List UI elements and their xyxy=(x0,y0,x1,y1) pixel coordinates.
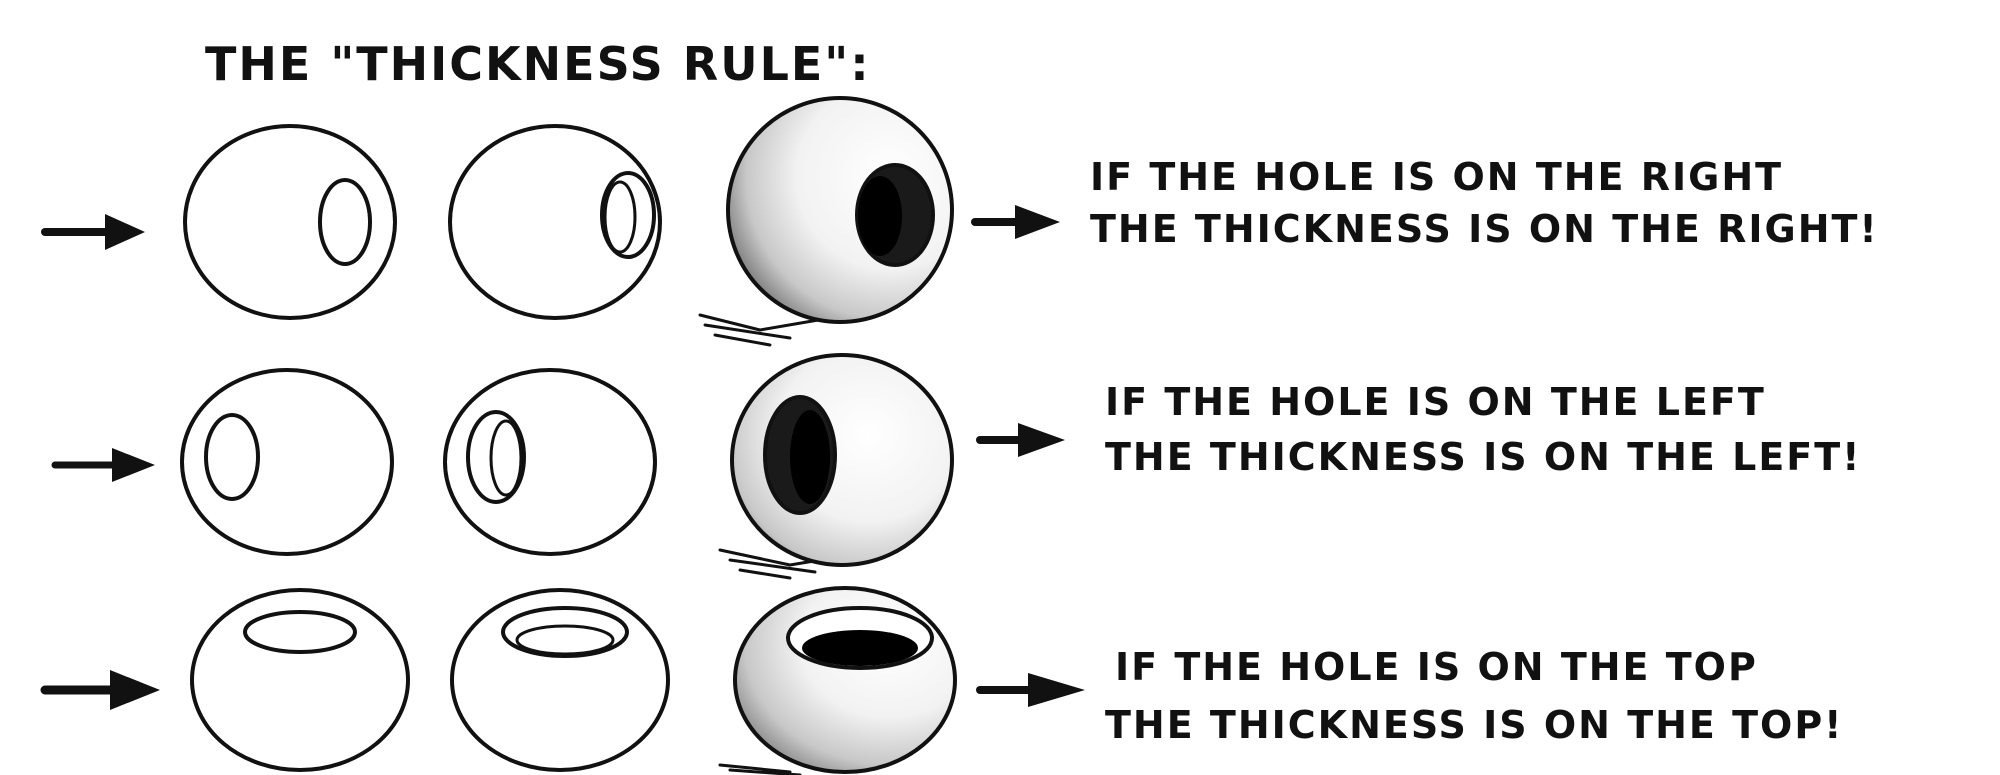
sphere-outline-left-hole xyxy=(180,368,394,556)
row-hole-left: IF THE HOLE IS ON THE LEFT THE THICKNESS… xyxy=(51,353,1862,580)
rule-line-2: THE THICKNESS IS ON THE TOP! xyxy=(1105,703,1844,747)
arrow-icon xyxy=(40,670,160,710)
sphere-thickness-top-hole xyxy=(450,588,670,772)
sphere-shaded-top-hole xyxy=(718,586,957,775)
sphere-thickness-left-hole xyxy=(443,368,657,556)
rule-line-1: IF THE HOLE IS ON THE RIGHT xyxy=(1090,155,1783,199)
sphere-outline-top-hole xyxy=(190,588,410,772)
diagram-title: THE "THICKNESS RULE": xyxy=(205,37,871,91)
arrow-icon xyxy=(41,214,145,250)
arrow-icon xyxy=(971,205,1060,239)
sphere-outline-right-hole xyxy=(183,124,397,320)
arrow-icon xyxy=(51,448,155,482)
row-hole-right: IF THE HOLE IS ON THE RIGHT THE THICKNES… xyxy=(41,96,1879,347)
rule-line-1: IF THE HOLE IS ON THE TOP xyxy=(1115,645,1758,689)
row-hole-top: IF THE HOLE IS ON THE TOP THE THICKNESS … xyxy=(40,586,1844,775)
sphere-shaded-left-hole xyxy=(718,353,954,580)
rule-line-2: THE THICKNESS IS ON THE LEFT! xyxy=(1105,435,1862,479)
rule-line-1: IF THE HOLE IS ON THE LEFT xyxy=(1105,380,1766,424)
rule-line-2: THE THICKNESS IS ON THE RIGHT! xyxy=(1090,207,1879,251)
sphere-thickness-right-hole xyxy=(448,124,662,320)
arrow-icon xyxy=(976,673,1085,707)
sphere-shaded-right-hole xyxy=(698,96,954,347)
arrow-icon xyxy=(976,423,1065,457)
